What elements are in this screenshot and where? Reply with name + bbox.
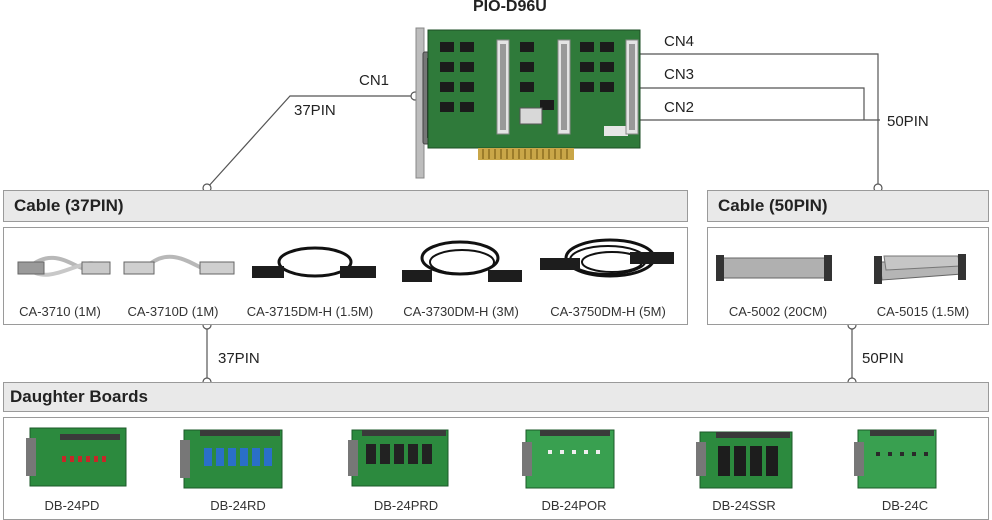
product-title: PIO-D96U <box>473 0 547 15</box>
board-image-db-24c <box>854 429 937 489</box>
board-label-db-24por: DB-24POR <box>541 498 607 513</box>
cn2-label: CN2 <box>664 99 695 116</box>
cn3-label: CN3 <box>664 66 695 83</box>
board-image-db-24pd <box>26 427 127 487</box>
cable-label-ca-5015: CA-5015 (1.5M) <box>876 304 970 319</box>
board-label-db-24rd: DB-24RD <box>210 498 266 513</box>
cable-37pin-header: Cable (37PIN) <box>3 190 688 222</box>
card-37pin-label: 37PIN <box>294 102 336 119</box>
cable-image-ca-5015 <box>874 254 966 284</box>
cn4-label: CN4 <box>664 33 695 50</box>
cable-label-ca-3710d: CA-3710D (1M) <box>127 304 219 319</box>
cable-50pin-label: 50PIN <box>862 350 904 367</box>
board-label-db-24c: DB-24C <box>881 498 929 513</box>
cable-label-ca-3710: CA-3710 (1M) <box>19 304 101 319</box>
cable-image-ca-3730dm-h <box>402 240 522 282</box>
board-image-db-24ssr <box>696 431 793 489</box>
board-label-db-24ssr: DB-24SSR <box>712 498 776 513</box>
daughter-boards-header: Daughter Boards <box>3 382 989 412</box>
cable-37pin-label: 37PIN <box>218 350 260 367</box>
card-50pin-label: 50PIN <box>887 113 929 130</box>
board-image-db-24prd <box>348 429 449 487</box>
cable-label-ca-3715dm-h: CA-3715DM-H (1.5M) <box>246 304 374 319</box>
board-label-db-24pd: DB-24PD <box>44 498 100 513</box>
cable-50pin-header: Cable (50PIN) <box>707 190 989 222</box>
cable-label-ca-5002: CA-5002 (20CM) <box>728 304 828 319</box>
cable-image-ca-5002 <box>716 255 832 281</box>
cable-image-ca-3750dm-h <box>540 238 674 278</box>
cable-image-ca-3715dm-h <box>252 246 376 278</box>
cable-label-ca-3730dm-h: CA-3730DM-H (3M) <box>403 304 519 319</box>
cable-image-ca-3710 <box>17 255 111 277</box>
cable-label-ca-3750dm-h: CA-3750DM-H (5M) <box>550 304 666 319</box>
cn1-label: CN1 <box>359 72 390 89</box>
board-image-db-24rd <box>180 429 283 489</box>
cable-image-ca-3710d <box>123 254 235 275</box>
board-label-db-24prd: DB-24PRD <box>373 498 439 513</box>
board-image-db-24por <box>522 429 615 489</box>
